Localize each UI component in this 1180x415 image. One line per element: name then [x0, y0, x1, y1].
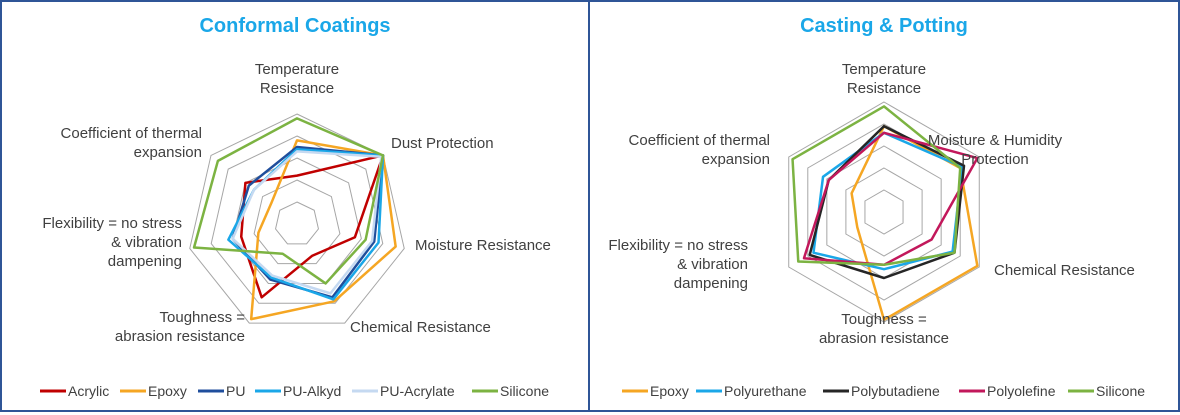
- legend-label-silicone: Silicone: [500, 383, 549, 399]
- grid-ring: [253, 179, 341, 265]
- legend-label-polyurethane: Polyurethane: [724, 383, 807, 399]
- grid-ring: [845, 167, 923, 257]
- series-line-polyolefine: [802, 131, 979, 267]
- legend-label-pu-acrylate: PU-Acrylate: [380, 383, 455, 399]
- axis-label-chemical-resistance: Chemical Resistance: [350, 319, 491, 336]
- legend-label-silicone: Silicone: [1096, 383, 1145, 399]
- chart-title: Conformal Coatings: [199, 15, 390, 37]
- legend-label-polyolefine: Polyolefine: [987, 383, 1056, 399]
- legend: Epoxy Polyurethane Polybutadiene Polyolefin…: [622, 383, 1145, 399]
- grid-ring: [864, 189, 904, 235]
- axis-label-moisture-resistance: Moisture Resistance: [415, 237, 551, 254]
- series-line-epoxy: [249, 139, 397, 321]
- legend-label-epoxy: Epoxy: [148, 383, 187, 399]
- axis-label-dust-protection: Dust Protection: [391, 135, 494, 152]
- legend-label-pu-alkyd: PU-Alkyd: [283, 383, 341, 399]
- axis-label-toughness-abrasion-resistance: Toughness =abrasion resistance: [819, 311, 949, 347]
- chart-title: Casting & Potting: [800, 15, 968, 37]
- grid-ring: [189, 113, 405, 324]
- grid-ring: [210, 135, 384, 304]
- radar-grid: [189, 113, 405, 324]
- legend: Acrylic Epoxy PU PU-Alkyd PU-Acrylate Silicon…: [40, 383, 549, 399]
- legend-label-pu: PU: [226, 383, 245, 399]
- series-line-silicone: [192, 117, 385, 285]
- grid-ring: [275, 201, 319, 245]
- axis-label-toughness-abrasion-resistance: Toughness =abrasion resistance: [115, 309, 245, 345]
- legend-label-epoxy: Epoxy: [650, 383, 689, 399]
- series-line-acrylic: [239, 154, 385, 299]
- series-line-polyurethane: [812, 131, 964, 271]
- grid-ring: [788, 101, 980, 323]
- legend-label-polybutadiene: Polybutadiene: [851, 383, 940, 399]
- axis-label-chemical-resistance: Chemical Resistance: [994, 262, 1135, 279]
- legend-label-acrylic: Acrylic: [68, 383, 109, 399]
- series-line-silicone: [791, 105, 962, 267]
